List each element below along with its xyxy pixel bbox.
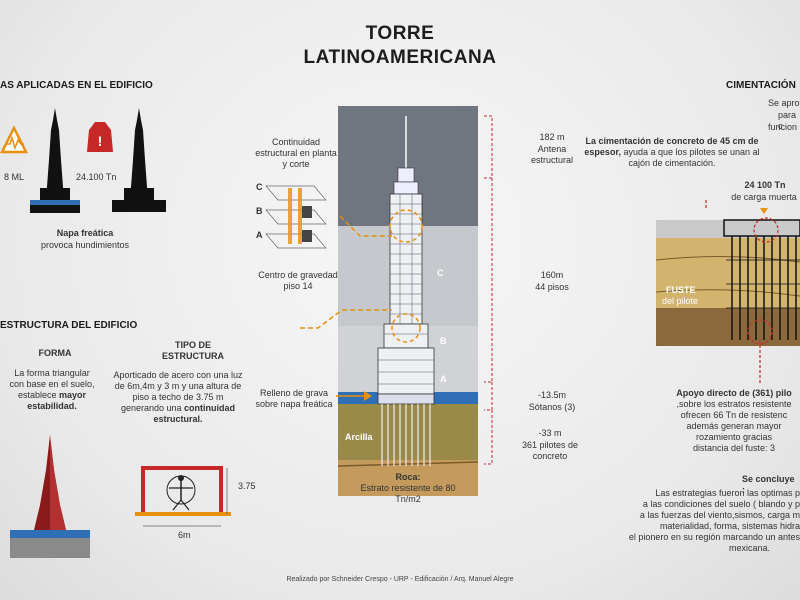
svg-text:!: ! xyxy=(98,133,103,149)
forma-text: La forma triangular con base en el suelo… xyxy=(8,368,96,412)
weight-label: 24.100 Tn xyxy=(76,172,117,182)
frame-height-label: 3.75 xyxy=(238,481,256,491)
tower-silhouette-2 xyxy=(112,108,166,212)
forma-illustration xyxy=(10,435,90,558)
tipo-heading-line-1: TIPO DE xyxy=(174,340,211,350)
fuste-label: FUSTE xyxy=(666,285,696,295)
pisos-height: 160m xyxy=(540,270,564,280)
forma-heading: FORMA xyxy=(38,348,72,358)
apoyo-line-2: ,sobre los estratos resistente xyxy=(676,399,792,409)
tipo-heading-line-2: ESTRUCTURA xyxy=(162,351,224,361)
forma-text-bold: mayor estabilidad. xyxy=(27,390,87,411)
zone-letter-c: C xyxy=(437,268,444,278)
apoyo-line-5: rozamiento gracias xyxy=(695,432,773,442)
conclusion-line-4: materialidad, forma, sistemas hidra xyxy=(659,521,800,531)
carga-value: 24 100 Tn xyxy=(744,180,786,190)
floor-lines xyxy=(378,194,434,385)
soil-layer xyxy=(656,238,800,308)
apoyo-connector xyxy=(759,340,761,384)
conclusion-line-3: a las fuerzas del viento,sismos, carga m xyxy=(639,510,800,520)
apoyo-line-1: Apoyo directo de (361) pilo xyxy=(676,388,792,398)
tipo-text-bold: continuidad estructural. xyxy=(153,403,236,424)
plan-letter-b: B xyxy=(256,206,263,216)
title-line-2: LATINOAMERICANA xyxy=(303,47,497,68)
cim-intro-2: para c xyxy=(778,110,797,131)
cimentacion-heading: CIMENTACIÓN xyxy=(726,80,796,91)
frame-width-label: 6m xyxy=(178,530,191,540)
tipo-heading: TIPO DE ESTRUCTURA xyxy=(148,340,238,362)
estrato-label: Estrato resistente de 80 Tn/m2 xyxy=(360,483,456,504)
cimentacion-text-regular: ayuda a que los pilotes se unan al cajón… xyxy=(623,147,760,168)
conclusion-line-6: mexicana. xyxy=(728,543,770,553)
conclusion-line-2: a las condiciones del suelo ( blando y p xyxy=(642,499,800,509)
forma-text-regular: La forma triangular con base en el suelo… xyxy=(9,368,95,400)
conclusion-line-5: el pionero en su región marcando un ante… xyxy=(628,532,800,542)
antena-label: Antena estructural xyxy=(530,144,574,165)
apoyo-line-6: distancia del fuste: 3 xyxy=(692,443,776,453)
foundation-piles xyxy=(731,236,797,340)
apoyo-line-4: además generan mayor xyxy=(686,421,782,431)
relleno-label: Relleno de grava sobre napa freática xyxy=(255,388,333,409)
plan-letter-c: C xyxy=(256,182,263,192)
concluye-heading: Se concluye : xyxy=(742,474,795,495)
tipo-text-regular: Aporticado de acero con una luz de 6m,4m… xyxy=(113,370,243,413)
roca-label: Roca: xyxy=(395,472,421,482)
foundation-section-diagram xyxy=(656,200,800,346)
pilotes-depth: -33 m xyxy=(538,428,562,438)
tipo-text: Aporticado de acero con una luz de 6m,4m… xyxy=(112,370,244,425)
page-title: TORRE LATINOAMERICANA xyxy=(280,22,520,70)
section-heading-structure: ESTRUCTURA DEL EDIFICIO xyxy=(0,320,138,331)
pisos-label: 44 pisos xyxy=(535,282,569,292)
weight-icon: ! xyxy=(87,122,113,152)
centro-gravedad-label: Centro de gravedad piso 14 xyxy=(258,270,338,291)
sotanos-label: Sótanos (3) xyxy=(528,402,576,412)
plan-letter-a: A xyxy=(256,230,263,240)
footer-credit: Realizado por Schneider Crespo - URP - E… xyxy=(286,576,514,583)
title-line-1: TORRE xyxy=(365,23,435,44)
foundation-slab xyxy=(723,219,800,237)
conclusion-line-1: Las estrategias fueron las optimas p xyxy=(655,488,800,498)
antena-height: 182 m xyxy=(539,132,565,142)
sotanos-depth: -13.5m xyxy=(537,390,566,400)
earthquake-icon xyxy=(0,125,29,154)
apoyo-text: Apoyo directo de (361) pilo ,sobre los e… xyxy=(664,388,800,454)
continuity-plan-diagram xyxy=(265,185,327,249)
carga-label: de carga muerta xyxy=(731,192,797,202)
connector-lines-left xyxy=(300,215,392,401)
cim-intro-1: Se apro xyxy=(768,98,800,108)
arcilla-label: Arcilla xyxy=(345,432,373,442)
magnitude-label: 8 ML xyxy=(4,172,25,182)
frame-illustration xyxy=(135,466,231,527)
continuidad-label: Continuidad estructural en planta y cort… xyxy=(255,137,337,169)
height-dimension-bracket xyxy=(484,115,493,465)
apoyo-line-3: ofrecen 66 Tn de resistenc xyxy=(680,410,788,420)
zone-letter-b: B xyxy=(440,336,447,346)
zone-letter-a: A xyxy=(440,374,447,384)
tower-silhouette-1 xyxy=(30,108,80,213)
napa-title: Napa freática xyxy=(56,228,114,238)
clay-layer xyxy=(338,404,478,460)
section-heading-forces: AS APLICADAS EN EL EDIFICIO xyxy=(0,80,153,91)
cim-intro-3: funcion xyxy=(768,122,798,132)
forces-illustration: ! xyxy=(0,108,166,213)
piles xyxy=(381,404,431,466)
pilotes-label: 361 pilotes de concreto xyxy=(521,440,579,461)
cimentacion-text: La cimentación de concreto de 45 cm de e… xyxy=(584,136,760,169)
cimentacion-text-bold: La cimentación de concreto de 45 cm de e… xyxy=(584,136,759,157)
conclusion-text: Las estrategias fueron las optimas p a l… xyxy=(596,488,800,554)
fuste-sublabel: del pilote xyxy=(662,296,699,306)
napa-subtitle: provoca hundimientos xyxy=(40,240,130,250)
tower-section-diagram xyxy=(338,106,478,496)
